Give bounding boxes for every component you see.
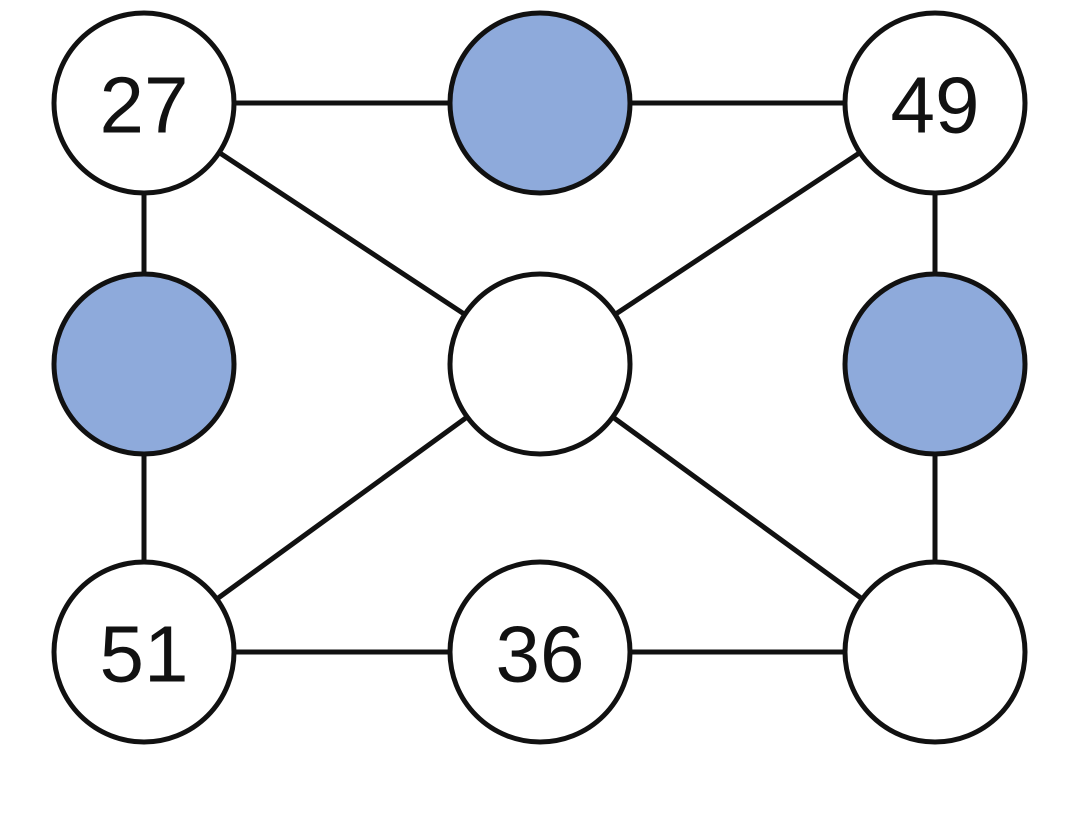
- node-label: 51: [100, 610, 189, 699]
- node-circle: [447, 271, 633, 457]
- node-label: 27: [100, 61, 189, 150]
- node-bottom-right: [842, 559, 1028, 745]
- node-top-left: 27: [51, 10, 237, 196]
- highlighted-node-circle: [842, 271, 1028, 457]
- node-circle: [51, 10, 237, 196]
- node-center: [447, 271, 633, 457]
- node-top-right: 49: [842, 10, 1028, 196]
- node-circle: [51, 559, 237, 745]
- node-bottom-middle: 36: [447, 559, 633, 745]
- node-label: 49: [891, 61, 980, 150]
- node-bottom-left: 51: [51, 559, 237, 745]
- node-circle: [842, 10, 1028, 196]
- highlighted-node-circle: [51, 271, 237, 457]
- node-middle-right: [842, 271, 1028, 457]
- node-circle: [447, 559, 633, 745]
- node-top-middle: [447, 10, 633, 196]
- node-label: 36: [496, 610, 585, 699]
- highlighted-node-circle: [447, 10, 633, 196]
- nodes-layer: 27 49 51 36: [51, 10, 1028, 745]
- node-circle: [842, 559, 1028, 745]
- node-middle-left: [51, 271, 237, 457]
